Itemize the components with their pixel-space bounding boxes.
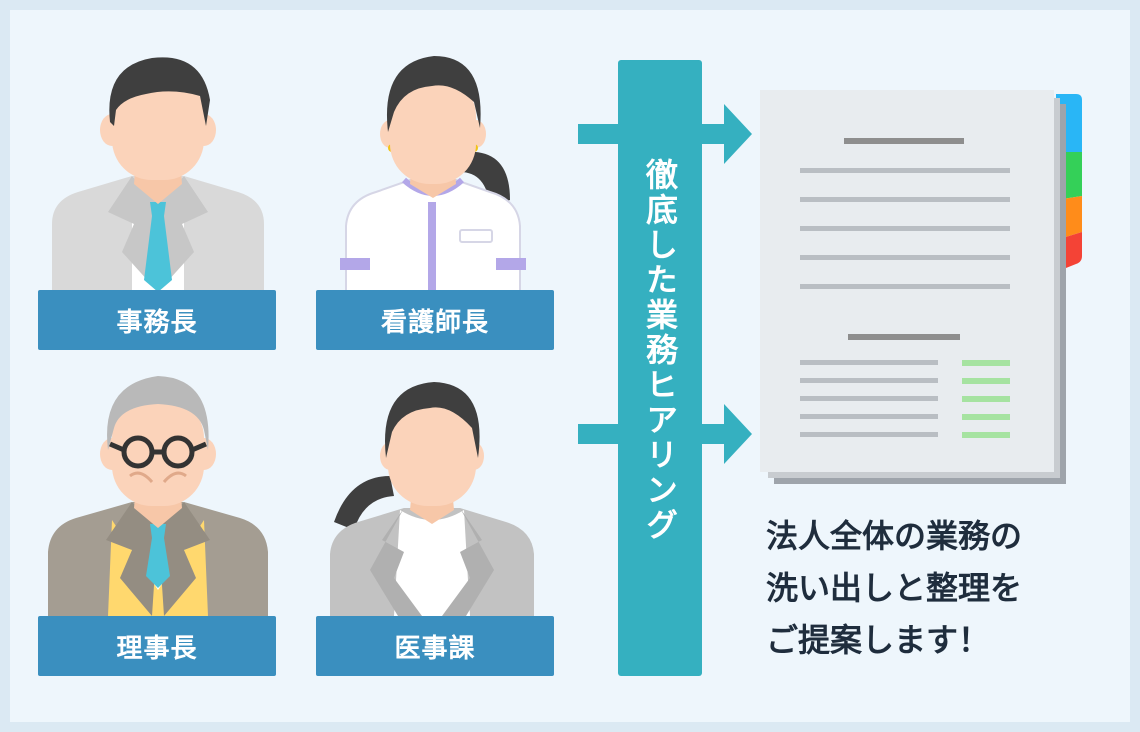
head-nurse-figure — [340, 56, 526, 292]
hearing-bar: 徹底した業務ヒアリング — [618, 60, 702, 676]
caption-line-3: ご提案します！ — [766, 621, 991, 659]
role-label-head-nurse: 看護師長 — [316, 290, 554, 350]
role-label-chairman: 理事長 — [38, 616, 276, 676]
right-arrow-icon — [702, 404, 752, 464]
connector-stub-top — [578, 124, 618, 144]
role-label-office-manager: 事務長 — [38, 290, 276, 350]
medical-clerk-figure — [330, 382, 534, 616]
office-manager-figure — [52, 57, 264, 292]
caption-line-1: 法人全体の業務の — [766, 517, 1023, 555]
chairman-figure — [48, 376, 268, 616]
document-icon — [760, 90, 1082, 484]
right-arrow-icon — [702, 104, 752, 164]
proposal-caption: 法人全体の業務の 洗い出しと整理を ご提案します！ — [766, 510, 1106, 666]
caption-line-2: 洗い出しと整理を — [766, 569, 1023, 607]
role-label-medical-clerk: 医事課 — [316, 616, 554, 676]
connector-stub-bottom — [578, 424, 618, 444]
hearing-label: 徹底した業務ヒアリング — [641, 158, 679, 543]
